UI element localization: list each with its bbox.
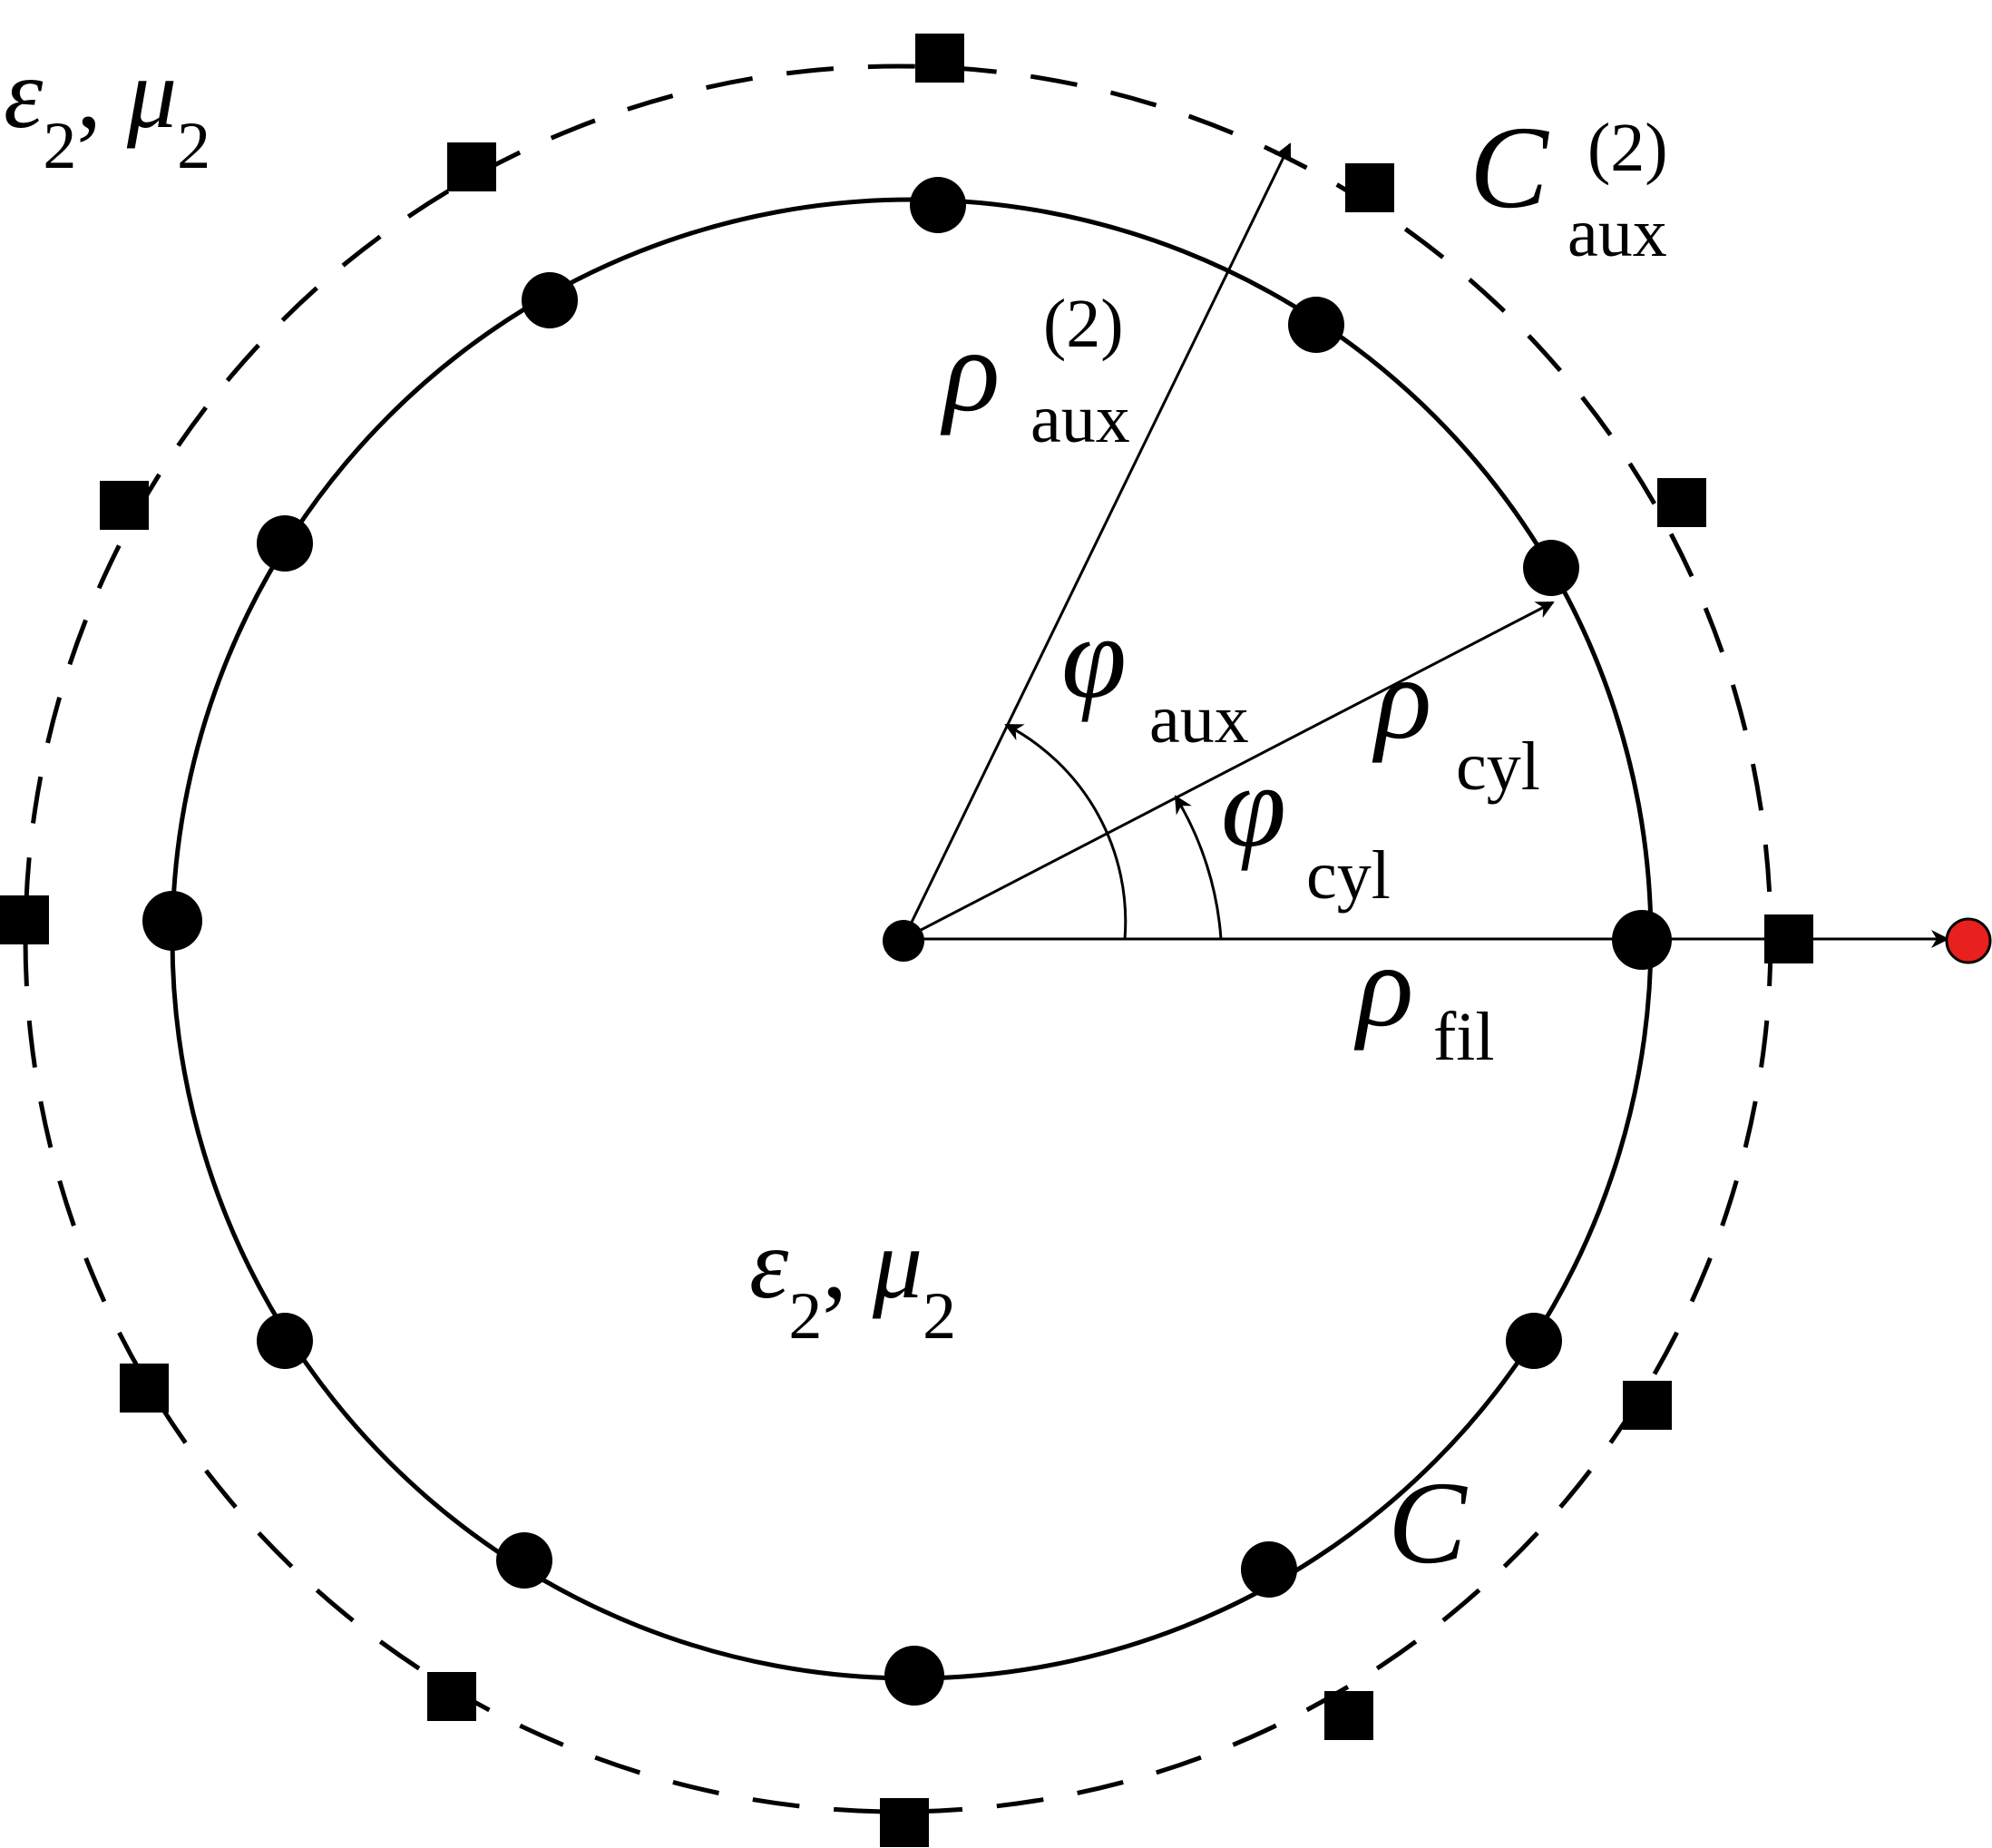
rho-cyl-vector (903, 601, 1555, 941)
cylinder-point (257, 1313, 313, 1369)
auxiliary-point (427, 1672, 476, 1721)
auxiliary-point (1324, 1691, 1373, 1740)
svg-text:fil: fil (1433, 999, 1495, 1075)
cylinder-point (257, 515, 313, 572)
cylinder-point (1288, 297, 1344, 353)
cylinder-point (884, 1646, 944, 1706)
cylinder-point (1612, 910, 1672, 970)
cylinder-points (142, 177, 1672, 1706)
auxiliary-point (120, 1364, 169, 1413)
svg-text:cyl: cyl (1306, 837, 1391, 914)
rho-aux-vector (902, 142, 1292, 940)
auxiliary-point (1764, 914, 1813, 963)
phi-cyl-label: φ cyl (1221, 741, 1391, 914)
svg-text:(2): (2) (1043, 286, 1124, 362)
filament-point (1945, 917, 1992, 964)
svg-text:C: C (1470, 103, 1549, 233)
cylinder-point (1241, 1541, 1297, 1598)
phi-aux-arc (1004, 723, 1128, 940)
svg-text:(2): (2) (1587, 110, 1668, 186)
svg-text:aux: aux (1030, 381, 1130, 457)
svg-text:φ: φ (1221, 741, 1286, 872)
inner-medium-label: ε2,μ2 (749, 1208, 956, 1354)
svg-text:cyl: cyl (1456, 728, 1540, 805)
rho-aux-label: ρ (2) aux (940, 286, 1130, 457)
cylinder-point (910, 177, 966, 233)
svg-text:ρ: ρ (940, 306, 1000, 436)
cylinder-point (1523, 540, 1579, 596)
auxiliary-point (915, 34, 964, 83)
auxiliary-point (1345, 163, 1394, 212)
auxiliary-points (0, 34, 1813, 1847)
cylinder-point (496, 1532, 552, 1589)
auxiliary-point (1657, 478, 1706, 527)
svg-text:ρ: ρ (1372, 633, 1431, 764)
rho-cyl-label: ρ cyl (1372, 633, 1540, 805)
auxiliary-point (880, 1798, 929, 1847)
phi-cyl-arc (1174, 795, 1223, 940)
auxiliary-contour-label: C (2) aux (1470, 103, 1668, 271)
cylinder-point (1506, 1313, 1562, 1369)
svg-text:aux: aux (1567, 195, 1667, 271)
svg-text:aux: aux (1149, 681, 1249, 758)
auxiliary-point (447, 142, 496, 191)
cylinder-point (522, 272, 578, 328)
cylinder-point (142, 891, 202, 951)
auxiliary-point (1623, 1381, 1672, 1430)
contour-label: C (1388, 1458, 1468, 1589)
auxiliary-point (100, 481, 149, 530)
auxiliary-point (0, 895, 49, 944)
svg-text:ρ: ρ (1353, 921, 1413, 1051)
origin-point (883, 920, 924, 962)
rho-fil-label: ρ fil (1353, 921, 1495, 1075)
svg-text:φ: φ (1061, 592, 1127, 723)
phi-aux-label: φ aux (1061, 592, 1249, 758)
outer-medium-label: ε2,μ2 (4, 38, 210, 183)
